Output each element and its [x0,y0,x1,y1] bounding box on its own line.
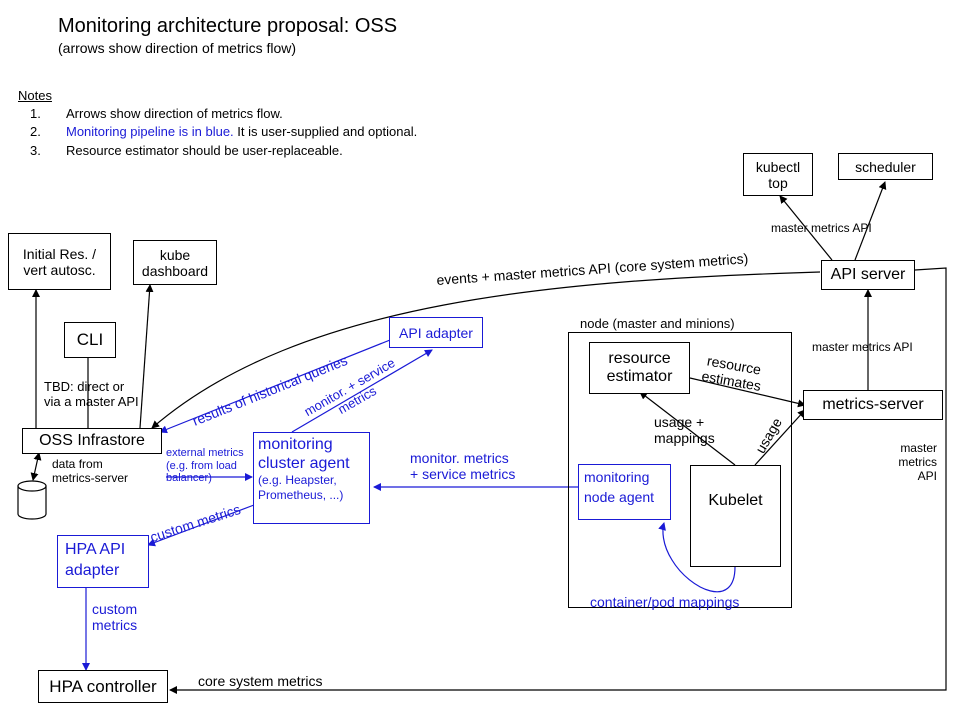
hpa-controller-box: HPA controller [38,670,168,703]
notes-heading: Notes [18,88,52,103]
monitoring-node-agent-box: monitoring node agent [578,464,671,520]
arrow-api-to-kubectl [779,195,833,261]
arrow-api-to-hpa-controller [169,267,947,694]
kubectl-top-box: kubectl top [743,153,813,196]
label-external-metrics: external metrics (e.g. from load balance… [166,447,244,485]
note-1-num: 1. [30,106,41,121]
cli-box: CLI [64,322,116,358]
initial-res-box: Initial Res. / vert autosc. [8,233,111,290]
arrow-cluster-agent-to-api-adapter [291,349,433,433]
note-2-rest: It is user-supplied and optional. [233,124,418,139]
arrow-estimator-to-metrics-server [689,377,806,408]
arrow-cluster-agent-to-hpa-adapter [147,504,255,547]
monitoring-cluster-agent-box: monitoring cluster agent (e.g. Heapster,… [253,432,370,524]
arrow-infrastore-disk [30,452,42,481]
arrow-api-to-scheduler [854,181,887,261]
storage-disk-icon [17,480,47,520]
arrow-infrastore-to-dashboard [139,284,154,429]
note-3-num: 3. [30,143,41,158]
api-server-box: API server [821,260,915,290]
page-subtitle: (arrows show direction of metrics flow) [58,40,297,56]
label-master-metrics-api-far-right: master metrics API [898,441,937,483]
arrow-api-to-infrastore [151,271,821,429]
label-custom-metrics-vert: custom metrics [92,601,138,634]
scheduler-box: scheduler [838,153,933,180]
note-2-num: 2. [30,124,41,139]
kube-dashboard-box: kube dashboard [133,240,217,285]
note-2-blue: Monitoring pipeline is in blue. [66,124,234,139]
hpa-api-adapter-box: HPA API adapter [57,535,149,588]
label-usage-mappings: usage + mappings [654,414,715,447]
label-master-metrics-api-top: master metrics API [771,221,872,235]
label-monitor-metrics-service: monitor. metrics + service metrics [410,450,516,483]
label-core-system-metrics: core system metrics [198,673,323,689]
label-master-metrics-api-right: master metrics API [812,340,913,354]
label-container-pod-mappings: container/pod mappings [590,594,740,610]
kubelet-box: Kubelet [690,465,781,567]
node-container-label: node (master and minions) [580,316,735,331]
note-3-text: Resource estimator should be user-replac… [66,143,343,158]
oss-infrastore-box: OSS Infrastore [22,428,162,454]
node-container [568,332,792,608]
resource-estimator-box: resource estimator [589,342,690,394]
note-2-text: Monitoring pipeline is in blue. It is us… [66,124,418,140]
arrow-kubelet-to-estimator [639,391,736,466]
label-data-from-metrics-server: data from metrics-server [52,457,129,485]
api-adapter-box: API adapter [389,317,483,348]
page-title: Monitoring architecture proposal: OSS [58,15,398,37]
arrow-api-adapter-to-infrastore [159,337,396,434]
note-1-text: Arrows show direction of metrics flow. [66,106,283,121]
label-tbd: TBD: direct or via a master API [44,379,139,409]
arrow-kubelet-to-node-agent [658,522,736,593]
arrow-kubelet-to-metrics-server [754,409,806,466]
metrics-server-box: metrics-server [803,390,943,420]
